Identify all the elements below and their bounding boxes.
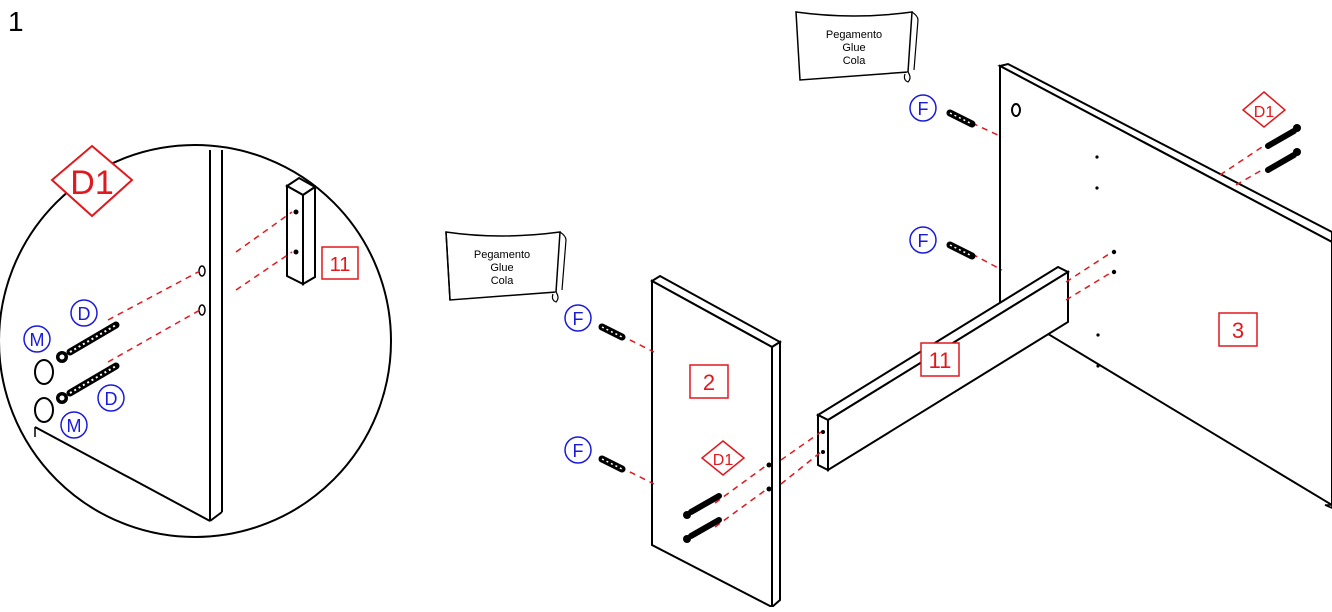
glue-label-line1: Pegamento: [474, 249, 530, 261]
svg-text:D: D: [105, 389, 118, 409]
step-number: 1: [8, 6, 24, 37]
detail-view: [0, 144, 392, 538]
glue-bottle-icon: Pegamento Glue Cola: [445, 231, 567, 303]
part-3-label: 3: [1218, 312, 1258, 347]
detail-callout-m-bottom: M: [60, 411, 88, 439]
part-11-label: 11: [920, 342, 960, 377]
cam-bolt-icon: [56, 362, 120, 404]
callout-d1-left: D1: [700, 440, 746, 476]
glue-label-line2: Glue: [842, 42, 865, 54]
svg-text:11: 11: [929, 348, 952, 373]
cam-bolt-icon: [683, 493, 722, 519]
cam-bolt-icon: [1265, 124, 1301, 149]
cam-bolt-icon: [1265, 148, 1301, 173]
cam-lock-ring-icon: [34, 397, 54, 423]
glue-label-line3: Cola: [491, 275, 515, 287]
glue-bottle-icon: Pegamento Glue Cola: [795, 11, 919, 83]
detail-panel: [34, 150, 223, 522]
svg-text:F: F: [573, 309, 584, 329]
main-guide-lines: [619, 122, 1263, 528]
cam-bolt-icon: [56, 321, 120, 363]
detail-callout-d1: D1: [50, 144, 134, 218]
svg-text:D1: D1: [1254, 104, 1275, 121]
svg-text:11: 11: [330, 254, 351, 276]
panel-3: [997, 62, 1332, 509]
callout-d1-right: D1: [1241, 91, 1287, 128]
wooden-dowel-icon: [946, 109, 976, 128]
detail-callout-d-top: D: [70, 299, 98, 327]
svg-text:3: 3: [1232, 318, 1244, 343]
detail-guide-lines: [107, 211, 293, 363]
cam-bolt-icon: [683, 517, 722, 543]
svg-text:M: M: [30, 330, 45, 350]
detail-callout-d-bottom: D: [97, 384, 125, 412]
callout-f-4: F: [909, 226, 937, 254]
svg-text:F: F: [918, 231, 929, 251]
wooden-dowel-icon: [946, 241, 976, 260]
svg-text:D: D: [78, 304, 91, 324]
part-2-label: 2: [689, 364, 729, 399]
svg-text:M: M: [67, 416, 82, 436]
panel-2: [650, 274, 782, 610]
glue-label-line3: Cola: [843, 55, 867, 67]
svg-text:F: F: [573, 441, 584, 461]
glue-label-line1: Pegamento: [826, 29, 882, 41]
wooden-dowel-icon: [598, 323, 626, 341]
svg-text:D1: D1: [713, 452, 734, 469]
callout-f-2: F: [564, 436, 592, 464]
detail-callout-d1-label: D1: [70, 164, 113, 202]
detail-rail: [285, 176, 317, 286]
callout-f-3: F: [909, 94, 937, 122]
svg-text:2: 2: [703, 370, 715, 395]
cam-lock-ring-icon: [34, 359, 54, 385]
wooden-dowel-icon: [598, 455, 626, 473]
glue-label-line2: Glue: [490, 262, 513, 274]
detail-callout-m-top: M: [23, 325, 51, 353]
svg-text:F: F: [918, 99, 929, 119]
detail-part-11-label: 11: [321, 246, 359, 280]
callout-f-1: F: [564, 304, 592, 332]
